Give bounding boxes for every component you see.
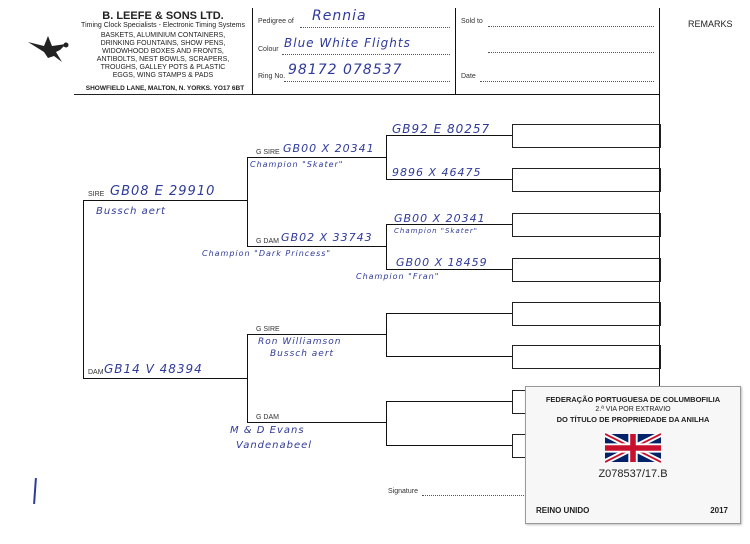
sold-label: Sold to [461, 18, 483, 25]
colour-line [282, 54, 450, 55]
dam-line [83, 378, 247, 379]
stamp-year: 2017 [710, 506, 728, 515]
gdam2-bracket [386, 401, 387, 445]
ggs3-line [386, 313, 512, 314]
pigeon-logo [26, 28, 74, 68]
ggs2-name: Champion "Skater" [394, 227, 478, 235]
gen5-box-1 [512, 124, 661, 148]
gsire1-ring: GB00 X 20341 [283, 142, 375, 155]
gsire1-line [247, 157, 386, 158]
gdam2-line [247, 422, 386, 423]
gen5-box-2 [512, 168, 661, 192]
sire-name: Bussch aert [96, 206, 166, 217]
sold-line-1 [488, 26, 654, 27]
ring-line [284, 81, 450, 82]
gdam1-bracket [386, 224, 387, 269]
stamp-line-1: FEDERAÇÃO PORTUGUESA DE COLUMBOFILIA [545, 395, 721, 404]
ggd2-ring: GB00 X 18459 [396, 256, 488, 269]
ggs4-line [386, 401, 512, 402]
ggd4-line [386, 445, 512, 446]
gdam2-name2: Vandenabeel [236, 440, 313, 451]
remarks-divider [659, 8, 660, 408]
date-label: Date [461, 73, 476, 80]
header-bottom [252, 94, 659, 95]
union-flag-icon [603, 431, 663, 465]
gen5-box-4 [512, 258, 661, 282]
gsire2-bracket [386, 313, 387, 356]
date-line [480, 81, 654, 82]
pedigree-label: Pedigree of [258, 18, 294, 25]
gsire2-name2: Bussch aert [270, 349, 335, 359]
stamp-line-3: DO TÍTULO DE PROPRIEDADE DA ANILHA [556, 415, 710, 424]
signature-line [422, 495, 526, 496]
header-divider-1 [252, 8, 253, 94]
gsire2-name1: Ron Williamson [258, 337, 342, 347]
ggd2-line [386, 269, 512, 270]
gen5-box-6 [512, 345, 661, 369]
pedigree-line [300, 27, 450, 28]
sire-ring: GB08 E 29910 [110, 184, 216, 199]
gen5-box-5 [512, 302, 661, 326]
gsire1-label: G SIRE [256, 149, 280, 156]
federation-stamp: FEDERAÇÃO PORTUGUESA DE COLUMBOFILIA 2.ª… [525, 386, 741, 524]
sire-bracket [247, 157, 248, 246]
stamp-line-2: 2.ª VIA POR EXTRAVIO [595, 406, 671, 413]
root-bracket [83, 200, 84, 378]
signature-label: Signature [388, 488, 418, 495]
company-name: B. LEEFE & SONS LTD. [102, 10, 224, 22]
ggd1-ring: 9896 X 46475 [392, 166, 482, 179]
gsire1-name: Champion "Skater" [250, 160, 344, 169]
company-products: BASKETS, ALUMINIUM CONTAINERS,DRINKING F… [96, 32, 230, 79]
dam-ring: GB14 V 48394 [104, 362, 203, 376]
header-divider-2 [455, 8, 456, 94]
gdam2-label: G DAM [256, 414, 279, 421]
sire-line [83, 200, 247, 201]
gdam1-name: Champion "Dark Princess" [202, 249, 332, 258]
gsire1-bracket [386, 135, 387, 179]
ring-label: Ring No. [258, 73, 286, 80]
ggd3-line [386, 356, 512, 357]
gsire2-line [247, 334, 386, 335]
gdam1-line [247, 246, 386, 247]
margin-mark [33, 477, 37, 505]
gen5-box-3 [512, 213, 661, 237]
ggs2-line [386, 224, 512, 225]
sold-line-2 [488, 52, 654, 53]
pedigree-value: Rennia [312, 8, 367, 24]
gdam2-name1: M & D Evans [230, 425, 305, 436]
ggd2-name: Champion "Fran" [356, 272, 440, 281]
stamp-code: Z078537/17.B [598, 468, 668, 480]
ggd1-line [386, 179, 512, 180]
ring-value: 98172 078537 [288, 62, 403, 78]
gsire2-label: G SIRE [256, 326, 280, 333]
colour-value: Blue White Flights [284, 36, 411, 50]
dam-label: DAM [88, 369, 104, 376]
gdam1-ring: GB02 X 33743 [281, 231, 373, 244]
sire-label: SIRE [88, 191, 105, 198]
company-tagline: Timing Clock Specialists - Electronic Ti… [81, 22, 245, 29]
dam-bracket [247, 334, 248, 422]
stamp-country: REINO UNIDO [536, 506, 590, 515]
ggs1-line [386, 135, 512, 136]
remarks-label: REMARKS [688, 19, 733, 29]
gdam1-label: G DAM [256, 238, 279, 245]
ggs2-ring: GB00 X 20341 [394, 212, 486, 225]
company-address: SHOWFIELD LANE, MALTON, N. YORKS. YO17 6… [85, 85, 245, 92]
colour-label: Colour [258, 46, 279, 53]
ggs1-ring: GB92 E 80257 [392, 122, 491, 136]
